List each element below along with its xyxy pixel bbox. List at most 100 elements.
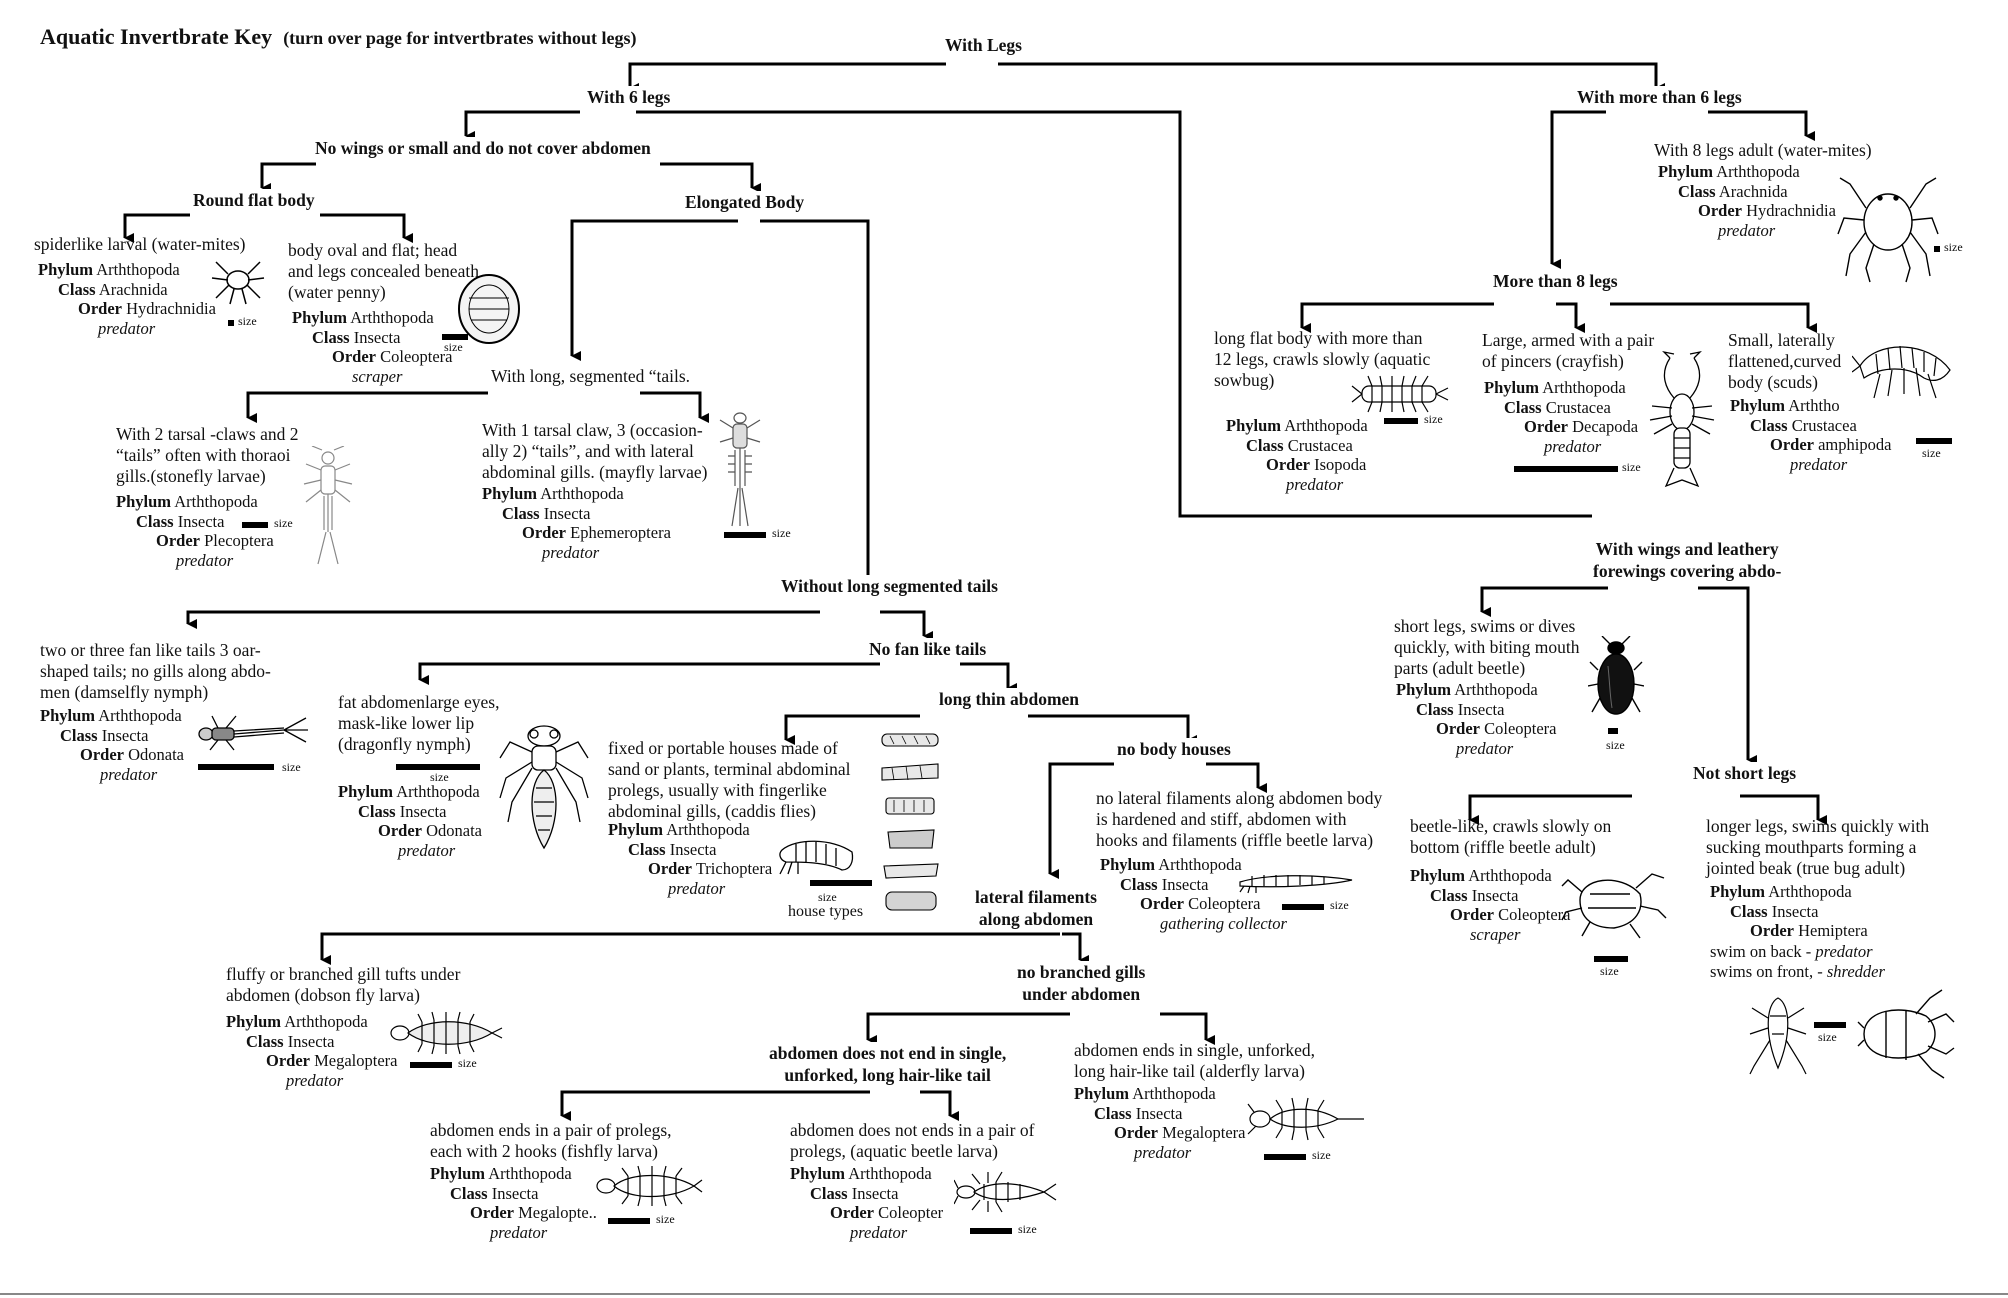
- desc-line: Small, laterally: [1728, 330, 1835, 350]
- desc-line: of pincers (crayfish): [1482, 351, 1624, 371]
- label-phylum: Phylum: [1730, 396, 1786, 415]
- order-value: Megalopte..: [518, 1203, 597, 1222]
- label-phylum: Phylum: [430, 1164, 486, 1183]
- water-mite-adult-icon: [1837, 177, 1939, 283]
- alderfly-desc: abdomen ends in single, unforked, long h…: [1074, 1040, 1315, 1082]
- label-class: Class: [1246, 435, 1284, 455]
- order-value: Coleoptera: [1498, 905, 1571, 924]
- fishfly-icon: [596, 1165, 703, 1207]
- label-class: Class: [1730, 901, 1768, 921]
- size-label: size: [1606, 738, 1625, 752]
- true-bug-desc: longer legs, swims quickly with sucking …: [1706, 816, 1929, 879]
- desc-line: jointed beak (true bug adult): [1706, 858, 1906, 878]
- node-no-body-houses: no body houses: [1114, 738, 1234, 760]
- label-phylum: Phylum: [40, 706, 96, 725]
- swim-front-text: swims on front, -: [1710, 961, 1827, 981]
- desc-line: fixed or portable houses made of: [608, 738, 838, 758]
- node-more-than-six-legs: With more than 6 legs: [1574, 86, 1745, 108]
- desc-line: long flat body with more than: [1214, 328, 1423, 348]
- desc-line: and legs concealed beneath: [288, 261, 479, 281]
- class-value: Insecta: [1457, 699, 1505, 719]
- order-value: Coleoptera: [380, 347, 453, 366]
- role-value: predator: [100, 764, 158, 784]
- size-label: size: [1312, 1148, 1331, 1162]
- caddisfly-taxonomy: Phylum Arththopoda Class Insecta Order T…: [608, 820, 772, 898]
- label-phylum: Phylum: [1226, 416, 1282, 435]
- desc-line: fluffy or branched gill tufts under: [226, 964, 461, 984]
- adult-beetle-desc: short legs, swims or dives quickly, with…: [1394, 616, 1580, 679]
- node-without-tails: Without long segmented tails: [778, 575, 1001, 597]
- label-phylum: Phylum: [790, 1164, 846, 1183]
- order-value: Odonata: [128, 745, 185, 764]
- order-value: Coleopter: [878, 1203, 944, 1222]
- desc-line: sand or plants, terminal abdominal: [608, 759, 851, 779]
- node-six-legs: With 6 legs: [584, 86, 674, 108]
- scud-icon: [1852, 345, 1951, 399]
- phylum-value: Arththopoda: [848, 1164, 932, 1183]
- order-value: Hydrachnidia: [1746, 201, 1836, 220]
- class-value: Insecta: [177, 511, 225, 531]
- phylum-value: Arththopoda: [1468, 866, 1552, 885]
- desc-line: body oval and flat; head: [288, 240, 458, 260]
- desc-line: sucking mouthparts forming a: [1706, 837, 1917, 857]
- alderfly-icon: [1247, 1097, 1364, 1141]
- order-value: Coleoptera: [1484, 719, 1557, 738]
- order-value: Megaloptera: [314, 1051, 398, 1070]
- label-class: Class: [810, 1183, 848, 1203]
- desc-line: abdominal gills, (caddis flies): [608, 801, 817, 821]
- desc-line: abdomen ends in single, unforked,: [1074, 1040, 1316, 1060]
- true-bug-notes: swim on back - predator swims on front, …: [1710, 942, 1885, 981]
- mayfly-desc: With 1 tarsal claw, 3 (occasion- ally 2)…: [482, 420, 707, 483]
- label-class: Class: [58, 279, 96, 299]
- phylum-value: Arththo: [1788, 396, 1840, 415]
- desc-line: 12 legs, crawls slowly (aquatic: [1214, 349, 1431, 369]
- label-phylum: Phylum: [608, 820, 664, 839]
- adult-beetle-icon: [1588, 636, 1644, 715]
- crayfish-taxonomy: Phylum Arththopoda Class Crustacea Order…: [1484, 378, 1638, 456]
- class-value: Insecta: [353, 327, 401, 347]
- role-value: scraper: [352, 366, 403, 386]
- desc-line: long hair-like tail (alderfly larva): [1074, 1061, 1305, 1081]
- phylum-value: Arththopoda: [540, 484, 624, 503]
- desc-line: prolegs, (aquatic beetle larva): [790, 1141, 998, 1161]
- desc-line: shaped tails; no gills along abdo-: [40, 661, 271, 681]
- role-value: predator: [1544, 436, 1602, 456]
- label-order: Order: [1698, 201, 1742, 220]
- label-order: Order: [830, 1203, 874, 1222]
- label-order: Order: [156, 531, 200, 550]
- desc-line: body (scuds): [1728, 372, 1818, 392]
- label-class: Class: [60, 725, 98, 745]
- label-class: Class: [136, 511, 174, 531]
- label-phylum: Phylum: [1710, 882, 1766, 901]
- label-class: Class: [1430, 885, 1468, 905]
- phylum-value: Arththopoda: [1768, 882, 1852, 901]
- desc-line: parts (adult beetle): [1394, 658, 1526, 678]
- size-label: size: [458, 1056, 477, 1070]
- sowbug-icon: [1351, 375, 1449, 413]
- label-phylum: Phylum: [226, 1012, 282, 1031]
- label-order: Order: [78, 299, 122, 318]
- role-value: predator: [1790, 454, 1848, 474]
- label-class: Class: [246, 1031, 284, 1051]
- class-value: Insecta: [1135, 1103, 1183, 1123]
- node-with-legs: With Legs: [942, 34, 1025, 56]
- water-mite-larva-desc: spiderlike larval (water-mites): [34, 234, 246, 255]
- label-order: Order: [1436, 719, 1480, 738]
- damselfly-taxonomy: Phylum Arththopoda Class Insecta Order O…: [40, 706, 184, 784]
- desc-line: hooks and filaments (riffle beetle larva…: [1096, 830, 1374, 850]
- water-mite-adult-taxonomy: Phylum Arththopoda Class Arachnida Order…: [1658, 162, 1836, 240]
- title-note: (turn over page for intvertbrates withou…: [283, 28, 637, 48]
- class-value: Arachnida: [98, 279, 168, 299]
- label-phylum: Phylum: [338, 782, 394, 801]
- label-phylum: Phylum: [1658, 162, 1714, 181]
- phylum-value: Arththopoda: [1284, 416, 1368, 435]
- node-no-branched-line1: no branched gills: [1017, 962, 1146, 982]
- phylum-value: Arththopoda: [488, 1164, 572, 1183]
- label-class: Class: [1504, 397, 1542, 417]
- alderfly-taxonomy: Phylum Arththopoda Class Insecta Order M…: [1074, 1084, 1246, 1162]
- class-value: Crustacea: [1545, 397, 1611, 417]
- label-class: Class: [1416, 699, 1454, 719]
- dobsonfly-icon: [390, 1011, 503, 1055]
- label-class: Class: [1094, 1103, 1132, 1123]
